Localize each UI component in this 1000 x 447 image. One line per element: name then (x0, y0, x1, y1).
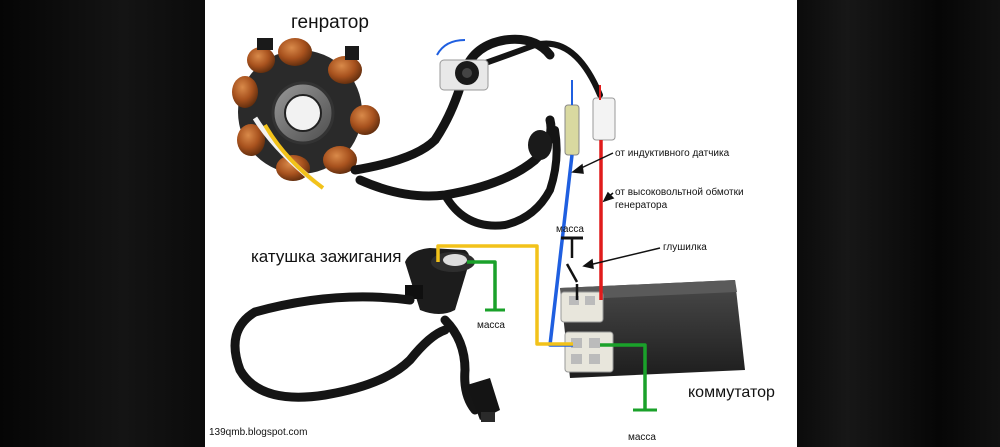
source-watermark: 139qmb.blogspot.com (209, 427, 307, 438)
cable-grommet (528, 130, 552, 160)
wire-connectors (564, 80, 616, 156)
generator-stator (232, 38, 380, 190)
spark-plug-cap (467, 378, 500, 422)
label-hv-winding-1: от высоковольтной обмотки (615, 186, 744, 198)
ground-symbols (485, 236, 657, 412)
label-inductive-sensor: от индуктивного датчика (615, 148, 730, 159)
ignition-coil (405, 248, 475, 314)
annotation-arrows (571, 152, 661, 269)
label-ground-coil: масса (477, 320, 505, 331)
coil-green-wire (467, 260, 497, 310)
wiring-diagram: генратор катушка зажигания от индуктивно… (209, 12, 775, 443)
inductive-sensor (436, 39, 489, 91)
switch-blade (565, 263, 579, 283)
label-generator: генратор (291, 12, 369, 33)
label-kill-switch: глушилка (663, 242, 707, 253)
wiring-lines (436, 140, 647, 410)
high-tension-lead (230, 292, 480, 415)
stator-coils (232, 38, 380, 181)
wiring-diagram-panel: генратор катушка зажигания от индуктивно… (205, 0, 797, 447)
label-ground-bottom: масса (628, 432, 656, 443)
label-ground-top: масса (556, 224, 584, 235)
label-ignition-coil: катушка зажигания (251, 247, 402, 266)
cdi-commutator (560, 280, 745, 378)
yellow-wire (436, 244, 573, 346)
label-hv-winding-2: генератора (615, 200, 668, 211)
left-letterbox (0, 0, 205, 447)
label-commutator: коммутатор (688, 384, 775, 401)
right-letterbox (797, 0, 1000, 447)
cdi-green-wire (600, 343, 647, 410)
